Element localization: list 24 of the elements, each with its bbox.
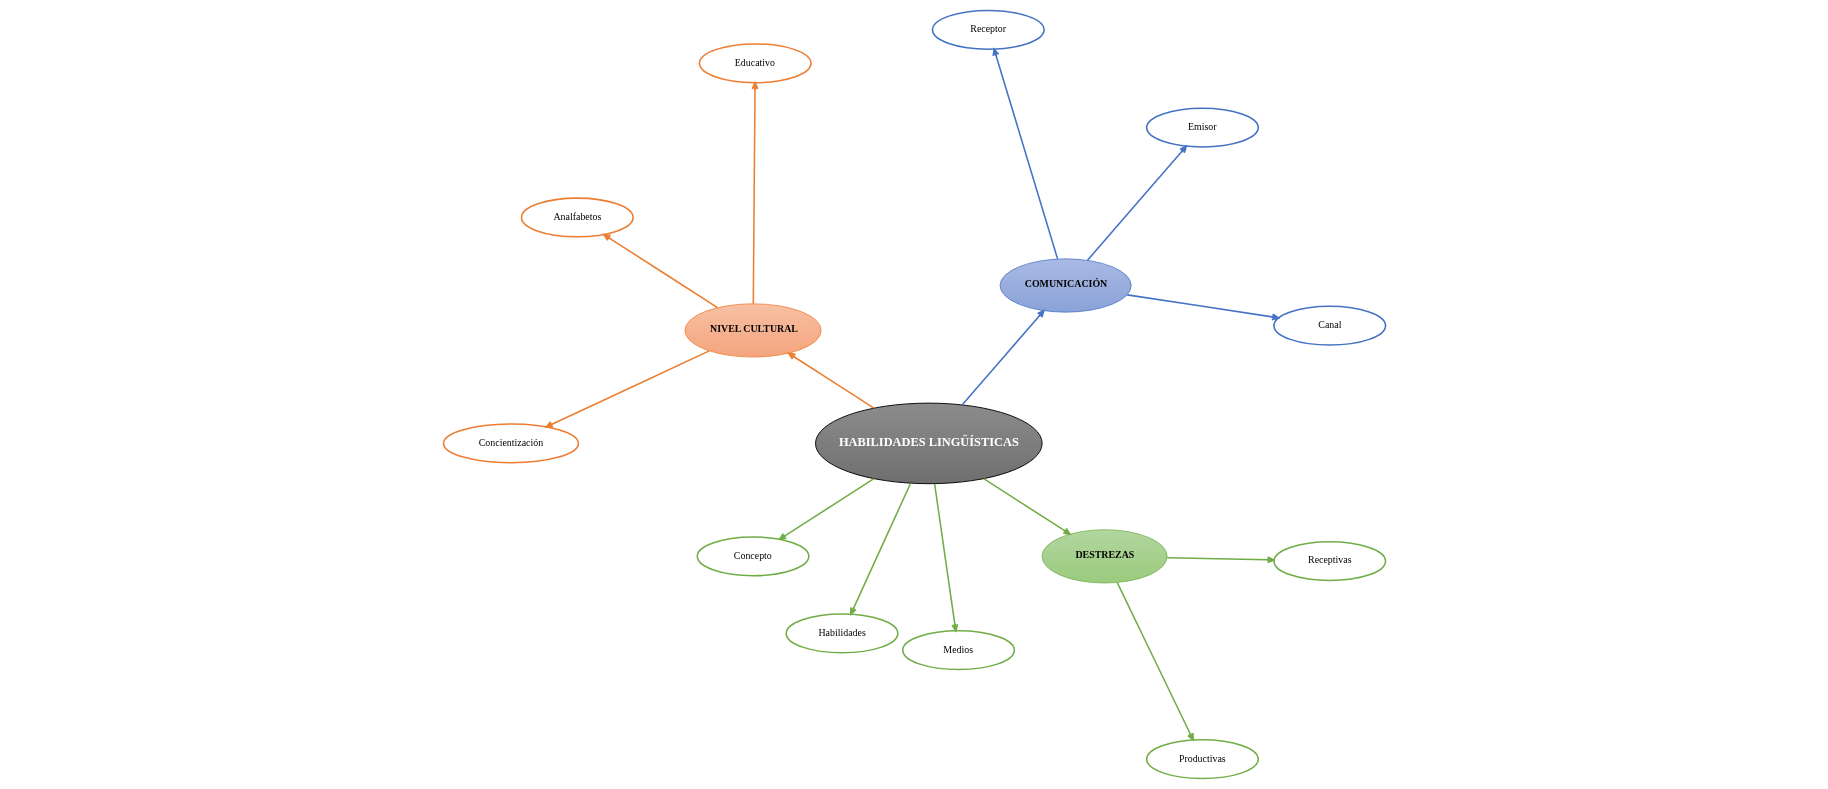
arrow: [1125, 294, 1279, 321]
node-ellipse: Emisor: [1145, 107, 1259, 148]
node-ellipse: Medios: [901, 630, 1015, 671]
arrow: [1166, 556, 1275, 564]
arrow: [961, 309, 1045, 406]
arrow: [933, 483, 958, 632]
node-ellipse: Receptivas: [1272, 541, 1386, 582]
arrow: [991, 48, 1058, 260]
node-ellipse: Habilidades: [784, 613, 899, 654]
node-ellipse: COMUNICACIÓN: [999, 258, 1132, 313]
node-ellipse: HABILIDADES LINGÜÍSTICAS: [814, 402, 1043, 485]
arrow: [1116, 581, 1194, 741]
node-ellipse: Receptor: [931, 9, 1045, 50]
arrow: [778, 477, 875, 541]
arrow: [544, 350, 710, 428]
arrow: [982, 477, 1071, 535]
node-ellipse: Concepto: [696, 536, 810, 577]
node-ellipse: Analfabetos: [520, 197, 634, 238]
arrow: [787, 352, 875, 409]
node-ellipse: Productivas: [1145, 739, 1259, 780]
arrow: [1086, 145, 1187, 262]
node-ellipse: Educativo: [698, 43, 812, 84]
arrow: [849, 482, 911, 615]
arrow: [750, 81, 759, 305]
